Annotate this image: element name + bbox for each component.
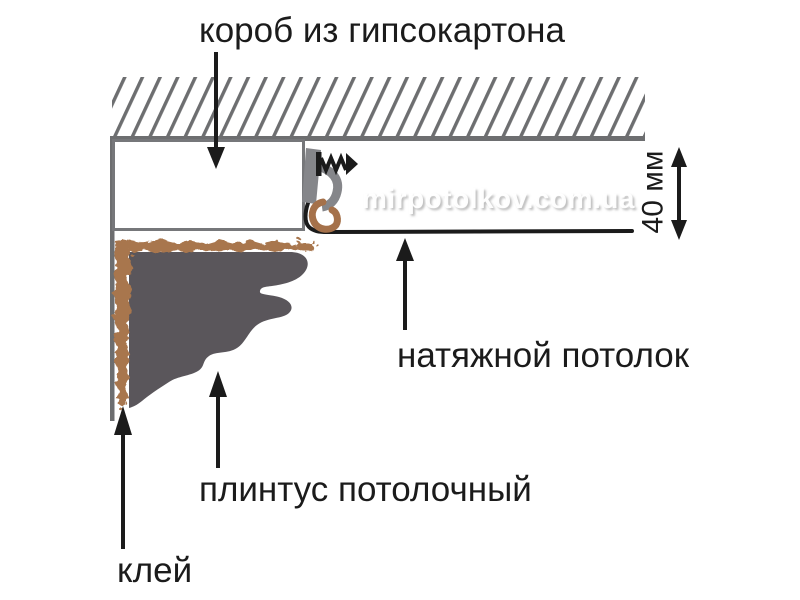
ceiling-base-line [110,136,645,141]
label-glue: клей [117,551,193,590]
wall-line [110,136,115,421]
arrow-to-drywall-box [207,52,225,169]
drywall-box [112,139,305,231]
plinth-shape [129,252,308,408]
dimension-arrow [671,147,687,240]
label-stretch-ceiling: натяжной потолок [397,336,690,375]
harpoon-hook [308,198,341,233]
dimension-label: 40 мм [636,150,670,234]
arrow-to-glue [114,406,132,549]
ceiling-hatch [112,77,645,137]
glue-strip-vertical [113,240,135,411]
arrow-to-stretch-ceiling [396,238,414,330]
label-plinth: плинтус потолочный [199,470,532,509]
watermark: mirpotolkov.com.ua [362,183,635,214]
label-drywall-box: короб из гипсокартона [199,11,565,50]
profile-hook [315,161,343,212]
screw-icon [316,152,358,176]
glue-strip-horizontal [119,237,320,252]
arrow-to-plinth [209,371,227,468]
